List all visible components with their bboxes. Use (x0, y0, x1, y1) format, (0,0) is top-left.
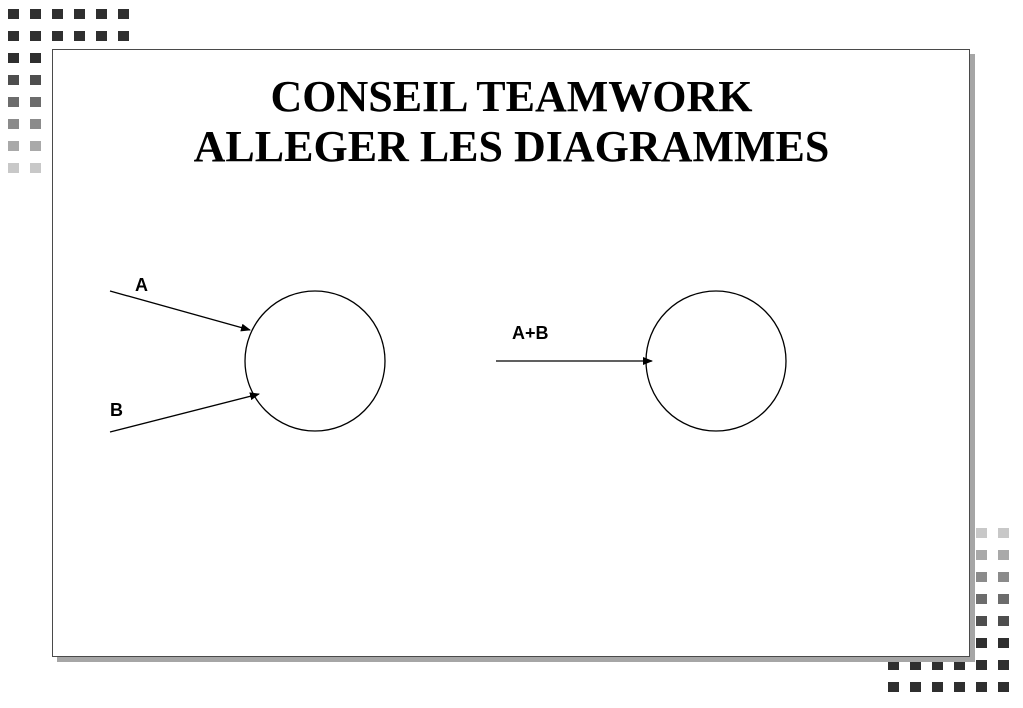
decorative-square (998, 682, 1009, 692)
decorative-square (30, 53, 41, 63)
left-diagram: A B (109, 275, 386, 433)
decorative-square (30, 9, 41, 19)
decorative-square-pattern-top-left (8, 9, 129, 173)
label-a-plus-b: A+B (512, 323, 549, 343)
decorative-square (910, 682, 921, 692)
decorative-square (976, 594, 987, 604)
decorative-square (888, 682, 899, 692)
decorative-square (976, 572, 987, 582)
decorative-square (888, 660, 899, 670)
decorative-square (8, 163, 19, 173)
right-diagram: A+B (496, 290, 787, 432)
decorative-square (976, 528, 987, 538)
title-line-1: CONSEIL TEAMWORK (270, 72, 753, 121)
label-a: A (135, 275, 148, 295)
decorative-square (74, 9, 85, 19)
decorative-square (932, 682, 943, 692)
decorative-square (954, 660, 965, 670)
slide-frame (52, 49, 970, 657)
decorative-square (998, 528, 1009, 538)
arrow-b (109, 392, 260, 433)
decorative-square (30, 141, 41, 151)
decorative-square (976, 616, 987, 626)
decorative-square (52, 9, 63, 19)
arrow-a (109, 290, 251, 332)
decorative-square (998, 550, 1009, 560)
decorative-square (8, 75, 19, 85)
decorative-square (8, 31, 19, 41)
decorative-square (910, 660, 921, 670)
process-circle-left (244, 290, 386, 432)
decorative-square (998, 594, 1009, 604)
decorative-square (8, 53, 19, 63)
decorative-square (30, 31, 41, 41)
decorative-square (8, 119, 19, 129)
decorative-square (30, 97, 41, 107)
decorative-square (976, 550, 987, 560)
decorative-square (8, 9, 19, 19)
decorative-square (118, 9, 129, 19)
decorative-square (976, 660, 987, 670)
label-b: B (110, 400, 123, 420)
decorative-square (998, 616, 1009, 626)
slide-title: CONSEIL TEAMWORK ALLEGER LES DIAGRAMMES (0, 72, 1023, 172)
decorative-square (954, 682, 965, 692)
decorative-square (8, 141, 19, 151)
decorative-square (976, 638, 987, 648)
decorative-square (30, 163, 41, 173)
decorative-square (998, 638, 1009, 648)
decorative-square (118, 31, 129, 41)
decorative-square (74, 31, 85, 41)
decorative-square (30, 119, 41, 129)
decorative-square (976, 682, 987, 692)
title-line-2: ALLEGER LES DIAGRAMMES (193, 122, 830, 171)
decorative-square (998, 572, 1009, 582)
decorative-square (8, 97, 19, 107)
decorative-square (96, 31, 107, 41)
decorative-square-pattern-bottom-right (888, 528, 1009, 692)
decorative-square (932, 660, 943, 670)
process-circle-right (645, 290, 787, 432)
decorative-square (998, 660, 1009, 670)
decorative-square (30, 75, 41, 85)
decorative-square (52, 31, 63, 41)
decorative-square (96, 9, 107, 19)
